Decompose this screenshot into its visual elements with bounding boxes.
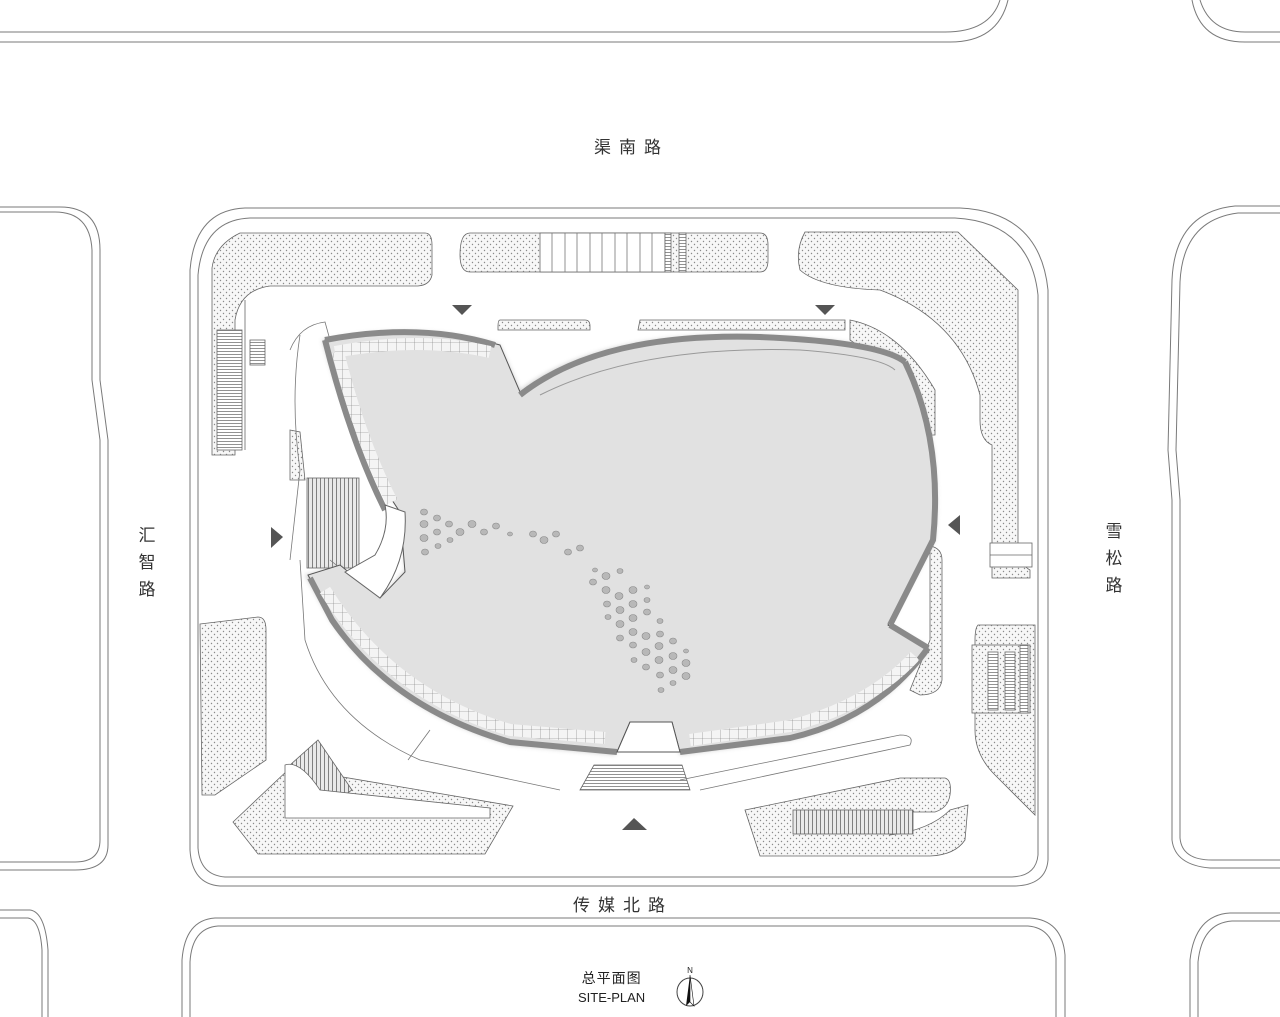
- north-label: N: [687, 966, 693, 975]
- road-label-north: 渠南路: [594, 138, 669, 158]
- road-label-east: 雪 松 路: [1105, 522, 1123, 596]
- skylight-dots: [419, 508, 691, 693]
- road-label-west: 汇 智 路: [138, 526, 156, 600]
- entrance-arrow-south-icon: [622, 818, 647, 830]
- title-english: SITE-PLAN: [578, 990, 646, 1005]
- stairs: [216, 232, 1033, 835]
- entrance-arrow-east-icon: [948, 515, 960, 535]
- building: [305, 329, 939, 755]
- entrance-arrow-west-icon: [271, 527, 283, 548]
- entrance-arrows: [271, 305, 960, 830]
- north-arrow-icon: N: [674, 966, 706, 1012]
- title-chinese: 总平面图: [581, 971, 642, 987]
- drawing-title: 总平面图 SITE-PLAN: [578, 968, 645, 1005]
- road-label-south: 传媒北路: [573, 896, 673, 916]
- entrance-arrow-north-west-icon: [452, 305, 472, 315]
- landscape-left: [199, 616, 267, 796]
- landscape-top-right: [797, 231, 1031, 579]
- site-boundary: [189, 207, 1049, 887]
- entrance-arrow-north-east-icon: [815, 305, 835, 315]
